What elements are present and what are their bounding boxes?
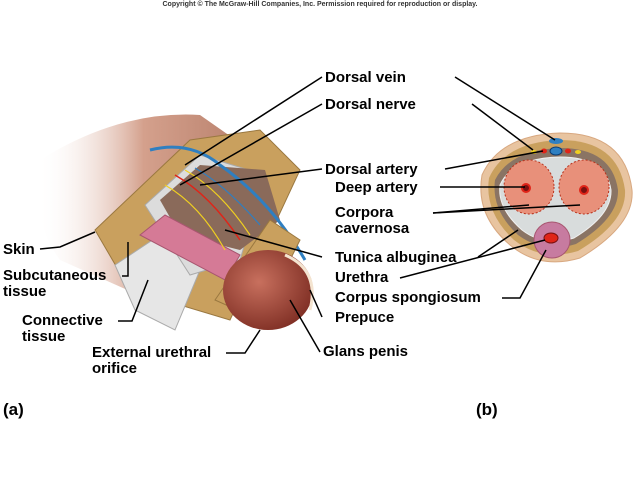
glans: [223, 250, 313, 330]
label-glans-penis: Glans penis: [323, 343, 409, 360]
label-corpora-cavernosa-line1: Corpora: [335, 204, 394, 221]
label-deep-artery: Deep artery: [335, 179, 418, 196]
dorsal-nerve-right: [575, 150, 581, 154]
deep-artery-right: [579, 185, 589, 195]
deep-artery-left: [521, 183, 531, 193]
dorsal-vein-superficial: [549, 138, 563, 144]
panel-label-b: (b): [476, 400, 498, 419]
copyright-notice: Copyright © The McGraw-Hill Companies, I…: [162, 1, 478, 8]
label-dorsal-nerve: Dorsal nerve: [325, 96, 416, 113]
label-dorsal-vein: Dorsal vein: [325, 69, 406, 86]
label-connective-line2: tissue: [22, 328, 66, 345]
urethra: [543, 232, 559, 244]
corpus-spongiosum-rod: [139, 214, 241, 281]
label-connective-line1: Connective: [22, 312, 103, 329]
label-urethra: Urethra: [335, 269, 389, 286]
label-corpora-cavernosa-line2: cavernosa: [335, 220, 410, 237]
label-subcutaneous-line2: tissue: [3, 283, 47, 300]
label-prepuce: Prepuce: [335, 309, 395, 326]
label-corpus-spongiosum: Corpus spongiosum: [335, 289, 481, 306]
dorsal-vein-deep: [549, 146, 563, 156]
label-skin: Skin: [3, 241, 35, 258]
dorsal-artery-right: [565, 148, 571, 154]
label-dorsal-artery: Dorsal artery: [325, 161, 418, 178]
label-external-urethral-line2: orifice: [92, 360, 138, 377]
dorsal-artery-left: [541, 148, 547, 154]
panel-label-a: (a): [3, 400, 24, 419]
label-tunica-albuginea: Tunica albuginea: [335, 249, 457, 266]
label-external-urethral-line1: External urethral: [92, 344, 212, 361]
label-subcutaneous-line1: Subcutaneous: [3, 267, 107, 284]
